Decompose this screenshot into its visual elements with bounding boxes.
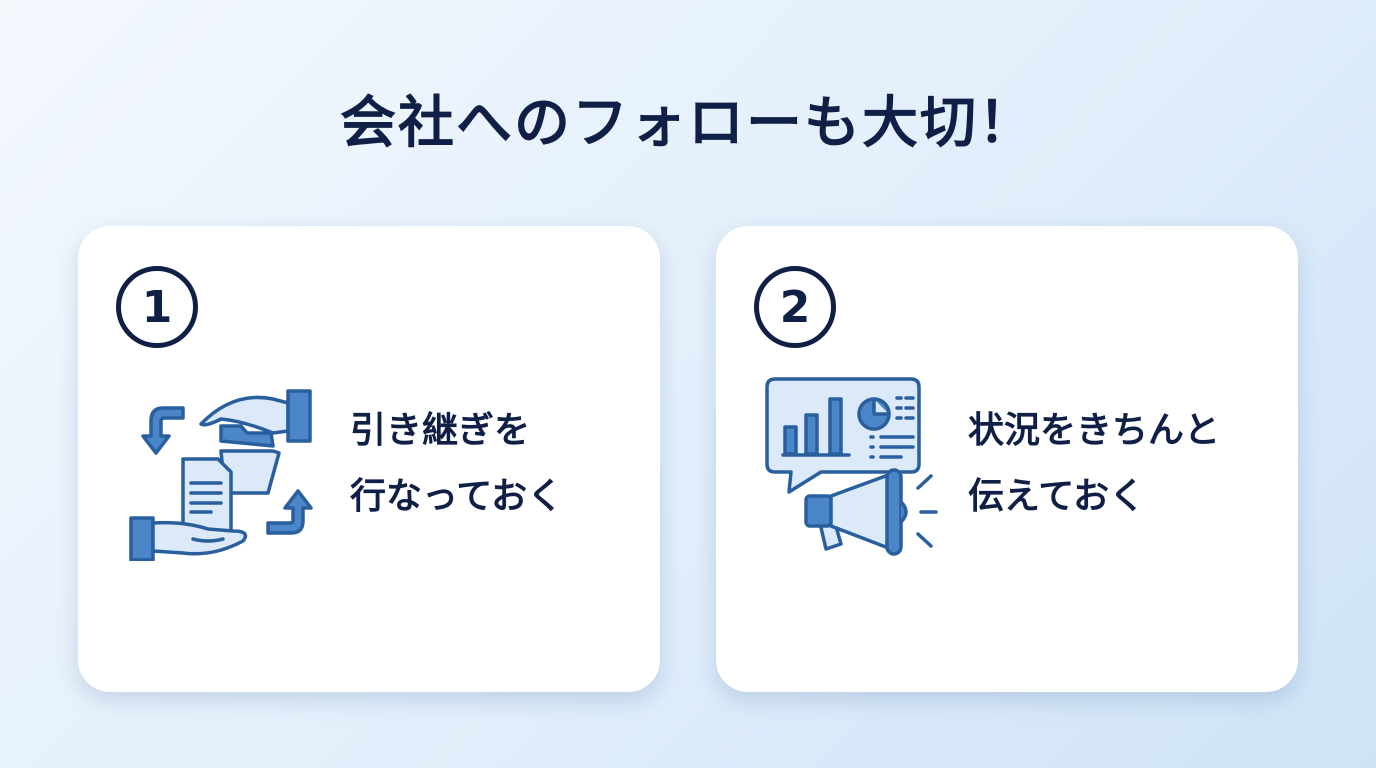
card-text: 引き継ぎを 行なっておく [350, 410, 564, 517]
step-number-badge: 1 [116, 266, 198, 348]
card-handover: 1 引き継ぎを 行なっておく [78, 226, 660, 692]
page-title: 会社へのフォローも大切！ [340, 91, 1036, 156]
card-text: 状況をきちんと 伝えておく [968, 410, 1221, 517]
report-megaphone-icon [761, 374, 951, 568]
step-number-badge: 2 [754, 266, 836, 348]
handover-icon [123, 381, 318, 565]
card-report-status: 2 状況をきちんと 伝えておく [716, 226, 1298, 692]
